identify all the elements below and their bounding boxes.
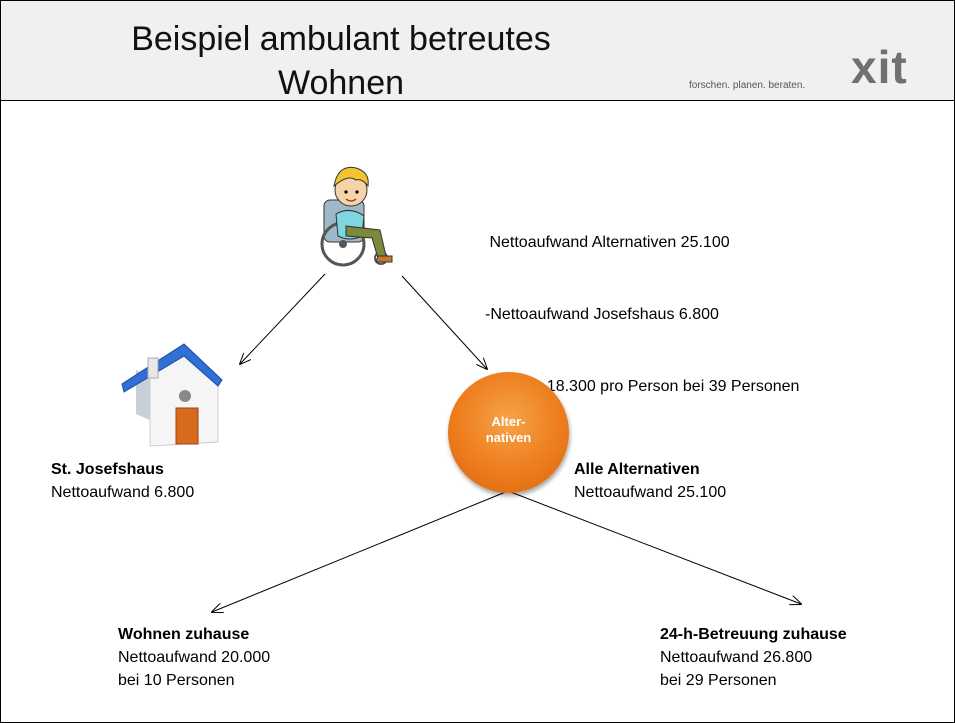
josefshaus-name: St. Josefshaus (51, 461, 164, 478)
wohnen-zuhause-label: Wohnen zuhause Nettoaufwand 20.000 bei 1… (118, 623, 270, 692)
arrow-to-josefshaus (240, 273, 326, 364)
alle-alternativen-cost: Nettoaufwand 25.100 (574, 484, 727, 501)
alternativen-node-label: Alter- nativen (448, 414, 569, 446)
josefshaus-cost: Nettoaufwand 6.800 (51, 484, 195, 501)
slide-title: Beispiel ambulant betreutes Wohnen (101, 17, 581, 105)
title-line-1: Beispiel ambulant betreutes (131, 20, 551, 58)
josefshaus-label: St. Josefshaus Nettoaufwand 6.800 (51, 458, 194, 504)
betreuung-24h-persons: bei 29 Personen (660, 672, 777, 689)
wohnen-zuhause-name: Wohnen zuhause (118, 626, 250, 643)
title-line-2: Wohnen (277, 64, 405, 102)
arrow-to-alternativen (401, 275, 487, 369)
alternativen-node: Alter- nativen (448, 372, 569, 493)
alternativen-label-line-1: Alter- (491, 414, 526, 429)
summary-line-2: -Nettoaufwand Josefshaus 6.800 (485, 306, 719, 323)
wheelchair-user-icon (320, 166, 393, 267)
alle-alternativen-label: Alle Alternativen Nettoaufwand 25.100 (574, 458, 726, 504)
alternativen-label-line-2: nativen (485, 430, 532, 445)
house-icon (121, 343, 223, 447)
sroi-summary: Nettoaufwand Alternativen 25.100 -Nettoa… (485, 183, 799, 423)
alle-alternativen-name: Alle Alternativen (574, 461, 700, 478)
logo-tagline: forschen. planen. beraten. (689, 80, 806, 91)
summary-line-1: Nettoaufwand Alternativen 25.100 (485, 234, 730, 251)
wohnen-zuhause-persons: bei 10 Personen (118, 672, 235, 689)
betreuung-24h-name: 24-h-Betreuung zuhause (660, 626, 847, 643)
betreuung-24h-label: 24-h-Betreuung zuhause Nettoaufwand 26.8… (660, 623, 847, 692)
slide-header: Beispiel ambulant betreutes Wohnen forsc… (1, 1, 954, 102)
arrow-to-wohnen-zuhause (212, 490, 509, 612)
arrow-to-24h-betreuung (507, 490, 801, 604)
wohnen-zuhause-cost: Nettoaufwand 20.000 (118, 649, 271, 666)
xit-logo: xit (851, 41, 908, 93)
betreuung-24h-cost: Nettoaufwand 26.800 (660, 649, 813, 666)
